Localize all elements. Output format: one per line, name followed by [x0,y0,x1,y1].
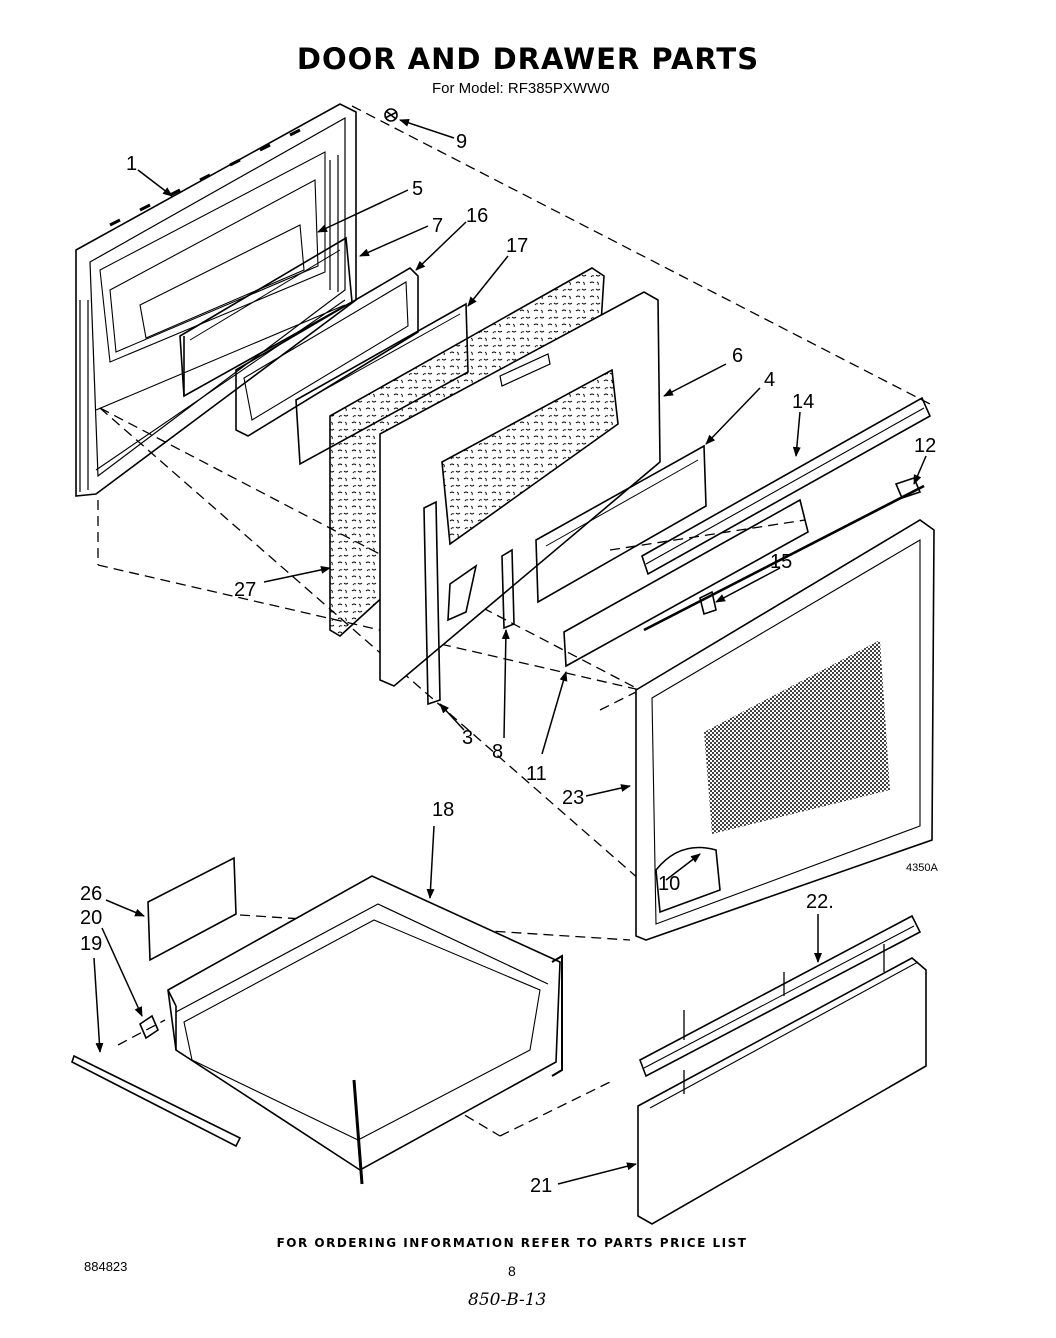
control-panel-strip [563,498,809,668]
part-label-19: 19 [80,933,102,955]
part-labels: 1 9 5 7 16 17 6 4 14 12 15 27 3 8 11 23 … [80,131,936,1197]
part-label-1: 1 [126,153,137,175]
handle-bracket [894,477,922,499]
part-label-5: 5 [412,178,423,200]
part-label-8: 8 [492,741,503,763]
drawer-front-panel [637,957,927,1225]
part-label-6: 6 [732,345,743,367]
window-glass [535,444,707,604]
ordering-note: FOR ORDERING INFORMATION REFER TO PARTS … [276,1236,748,1250]
drawer-rail [71,1054,242,1148]
drawer-body [167,875,563,1185]
figure-code: 4350A [906,862,938,874]
part-label-22: 22. [806,891,834,913]
hinge-bracket [447,548,515,630]
page-number: 8 [508,1263,516,1279]
part-label-21: 21 [530,1175,552,1197]
part-label-12: 12 [914,435,936,457]
door-trim-top [641,396,932,576]
leader-arrows [93,119,927,1185]
part-label-15: 15 [770,551,792,573]
part-label-18: 18 [432,799,454,821]
document-number: 884823 [84,1259,128,1274]
side-trim-strip [423,500,441,706]
part-label-23: 23 [562,787,584,809]
part-label-17: 17 [506,235,528,257]
part-label-9: 9 [456,131,467,153]
drawer-card [147,856,237,962]
part-label-27: 27 [234,579,256,601]
part-label-10: 10 [658,873,680,895]
part-label-11: 11 [526,763,547,785]
page-title: DOOR AND DRAWER PARTS [296,42,760,76]
screw [384,108,398,122]
part-label-3: 3 [462,727,473,749]
part-label-4: 4 [764,369,775,391]
handwritten-code: 850-B-13 [468,1290,547,1310]
part-label-20: 20 [80,907,102,929]
part-label-14: 14 [792,391,814,413]
drawer-front-trim [639,914,922,1078]
drawer-glide [139,1014,159,1040]
model-subtitle: For Model: RF385PXWW0 [432,80,610,97]
part-label-16: 16 [466,205,488,227]
part-label-26: 26 [80,883,102,905]
outer-door-glass-panel [635,484,935,941]
part-label-7: 7 [432,215,443,237]
outer-door-panel [75,103,357,497]
trim-clip [699,590,717,616]
